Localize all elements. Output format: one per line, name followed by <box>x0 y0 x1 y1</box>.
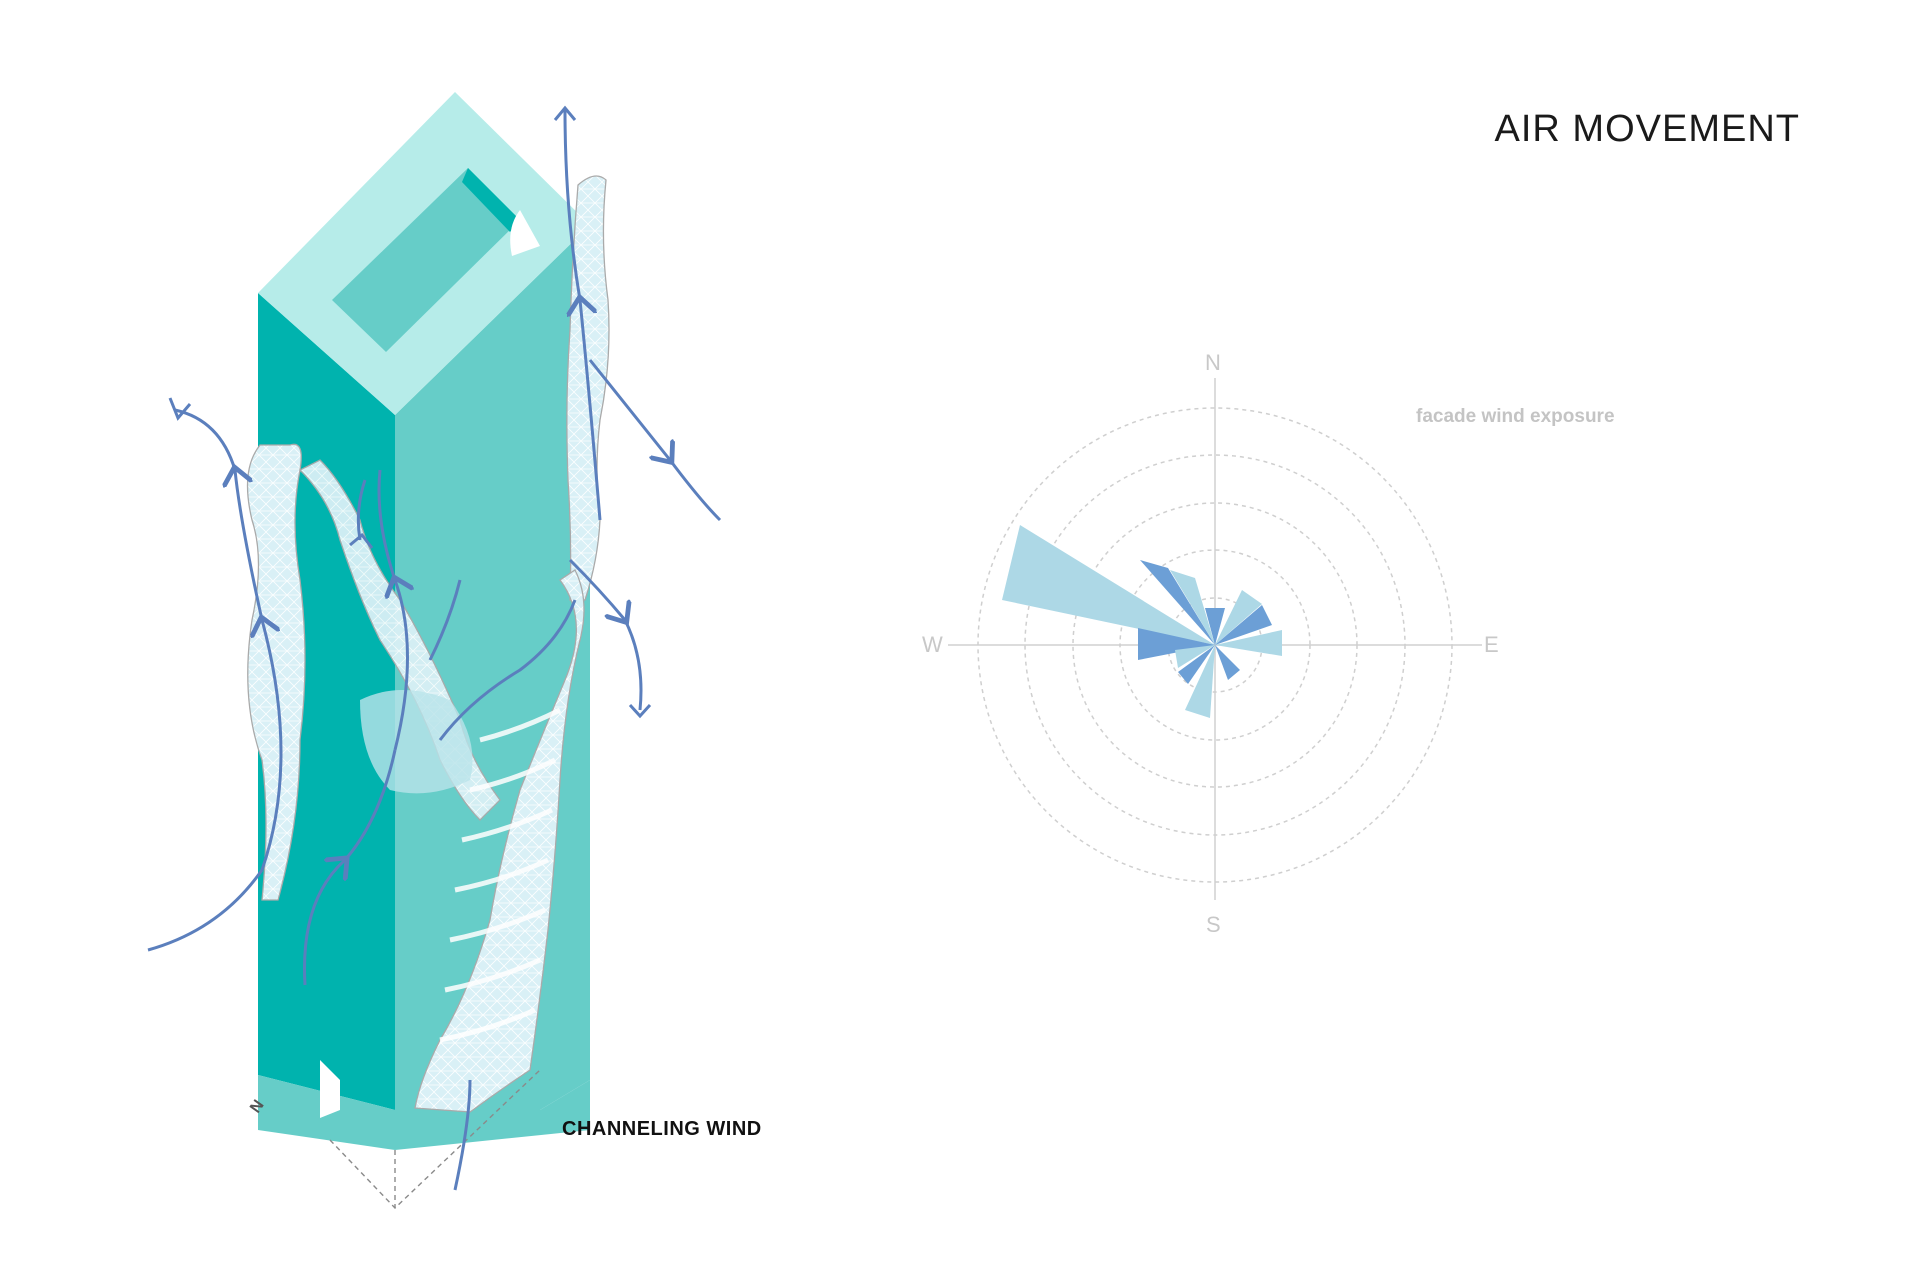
rose-petal <box>1170 570 1215 645</box>
rose-petal <box>1215 605 1272 645</box>
wind-arrow <box>563 109 602 521</box>
wind-arrow <box>453 1079 472 1191</box>
diagram-caption: CHANNELING WIND <box>562 1118 762 1140</box>
wind-arrow <box>588 359 722 522</box>
wind-rose-label: facade wind exposure <box>1416 406 1615 427</box>
roof-opening <box>332 168 520 352</box>
wind-arrow <box>428 579 462 661</box>
ground-outline <box>329 1069 541 1209</box>
rose-petal <box>1002 525 1215 645</box>
page-title: AIR MOVEMENT <box>1494 108 1800 150</box>
rose-petal <box>1215 630 1282 656</box>
rose-petal <box>1215 590 1262 645</box>
rose-petal <box>1138 628 1215 660</box>
rose-petal <box>1215 645 1240 680</box>
rose-petals <box>1002 525 1282 718</box>
compass-west: W <box>922 632 943 657</box>
wind-arrow <box>174 408 283 871</box>
wind-arrow <box>377 469 408 751</box>
rose-petal <box>1140 560 1215 645</box>
compass-north: N <box>1205 350 1221 375</box>
compass-east: E <box>1484 632 1499 657</box>
tower-base <box>258 1075 590 1150</box>
rose-petal <box>1205 608 1225 645</box>
wind-arrow <box>356 479 367 541</box>
rose-petal <box>1178 645 1215 684</box>
wind-rose <box>948 378 1482 900</box>
wind-arrow <box>303 749 397 986</box>
compass-south: S <box>1206 912 1221 937</box>
mesh-lower-sweep <box>414 569 585 1113</box>
rose-petal <box>1175 645 1215 668</box>
wind-arrow <box>147 869 264 952</box>
rose-petal <box>1185 645 1215 718</box>
wind-arrows <box>147 105 722 1191</box>
wind-arrow <box>438 599 577 741</box>
wind-arrow <box>568 558 643 711</box>
